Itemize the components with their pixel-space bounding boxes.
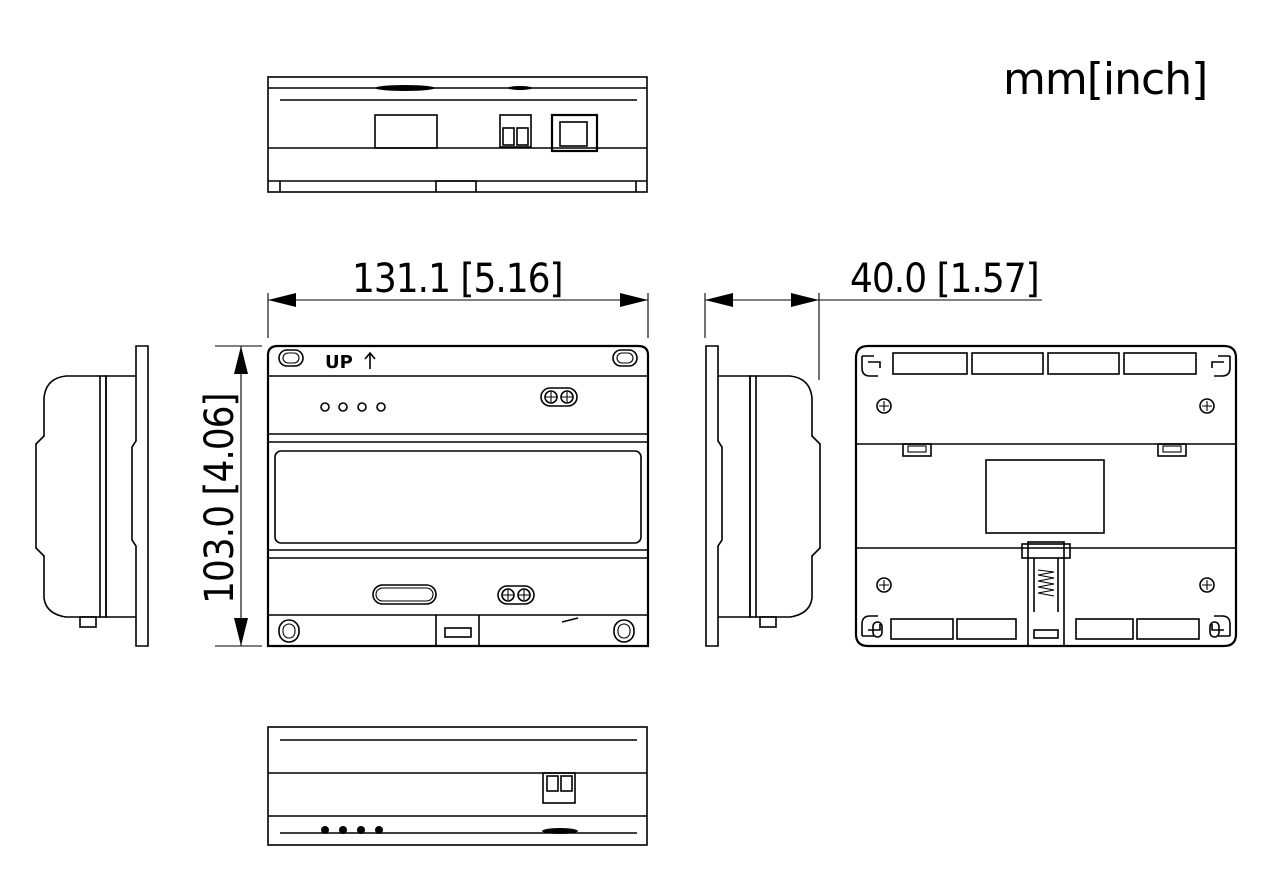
screw-icon xyxy=(560,390,574,404)
width-dimension-label: 131.1 [5.16] xyxy=(352,256,563,302)
mounting-hole xyxy=(612,349,638,367)
top-view xyxy=(267,76,648,193)
up-arrow-icon xyxy=(364,351,376,369)
front-view: UP xyxy=(266,344,650,648)
screw-icon xyxy=(876,577,892,593)
din-rail-clip xyxy=(1027,541,1065,647)
screw-icon xyxy=(517,588,531,602)
depth-dimension-label: 40.0 [1.57] xyxy=(850,256,1039,302)
up-label: UP xyxy=(325,352,353,373)
depth-dimension: 40.0 [1.57] xyxy=(704,256,1042,380)
width-dimension: 131.1 [5.16] xyxy=(267,256,649,338)
led-indicator xyxy=(357,402,367,412)
left-side-view xyxy=(35,345,149,647)
bottom-view xyxy=(267,726,648,846)
screw-icon xyxy=(1199,398,1215,414)
terminal-block xyxy=(542,772,576,804)
height-dimension: 103.0 [4.06] xyxy=(197,345,262,647)
screw-icon xyxy=(1199,577,1215,593)
mounting-hole xyxy=(278,349,304,367)
height-dimension-label: 103.0 [4.06] xyxy=(197,393,243,604)
terminal-block xyxy=(499,114,532,148)
led-indicator xyxy=(338,402,348,412)
right-side-view xyxy=(705,345,821,647)
led-indicator xyxy=(376,402,386,412)
led-indicator xyxy=(320,402,330,412)
screw-icon xyxy=(876,398,892,414)
rear-view xyxy=(854,344,1238,648)
screw-icon xyxy=(544,390,558,404)
screw-icon xyxy=(501,588,515,602)
units-label: mm[inch] xyxy=(1003,54,1207,105)
